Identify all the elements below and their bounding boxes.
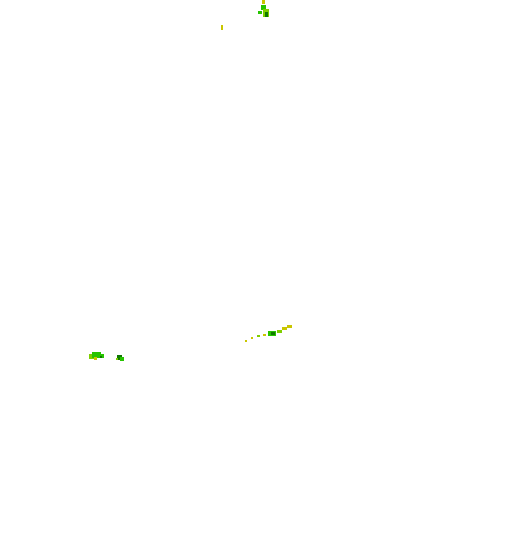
vegetation-patch-left <box>89 352 104 360</box>
vegetation-speck-top-left <box>221 25 223 30</box>
vegetation-patch-top <box>258 0 269 17</box>
vegetation-strip-middle <box>245 325 292 342</box>
vegetation-patch-left-small <box>116 355 124 361</box>
